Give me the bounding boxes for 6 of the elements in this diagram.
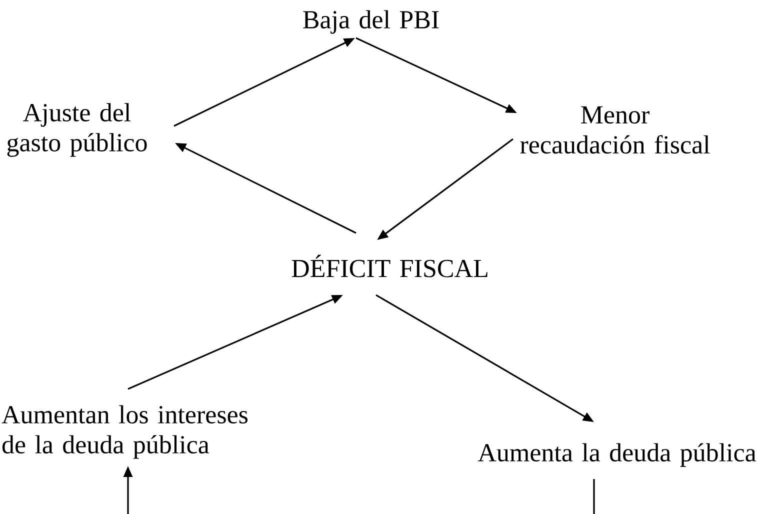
text-label: Ajuste del gasto público xyxy=(7,103,147,157)
text-label: Menor recaudación fiscal xyxy=(520,106,710,154)
text-label: DÉFICIT FISCAL xyxy=(292,254,488,278)
text-label: Aumentan los intereses de la deuda pública xyxy=(2,405,248,459)
text-label: Aumenta la deuda pública xyxy=(478,443,756,467)
text-label: Baja del PBI xyxy=(303,10,439,34)
